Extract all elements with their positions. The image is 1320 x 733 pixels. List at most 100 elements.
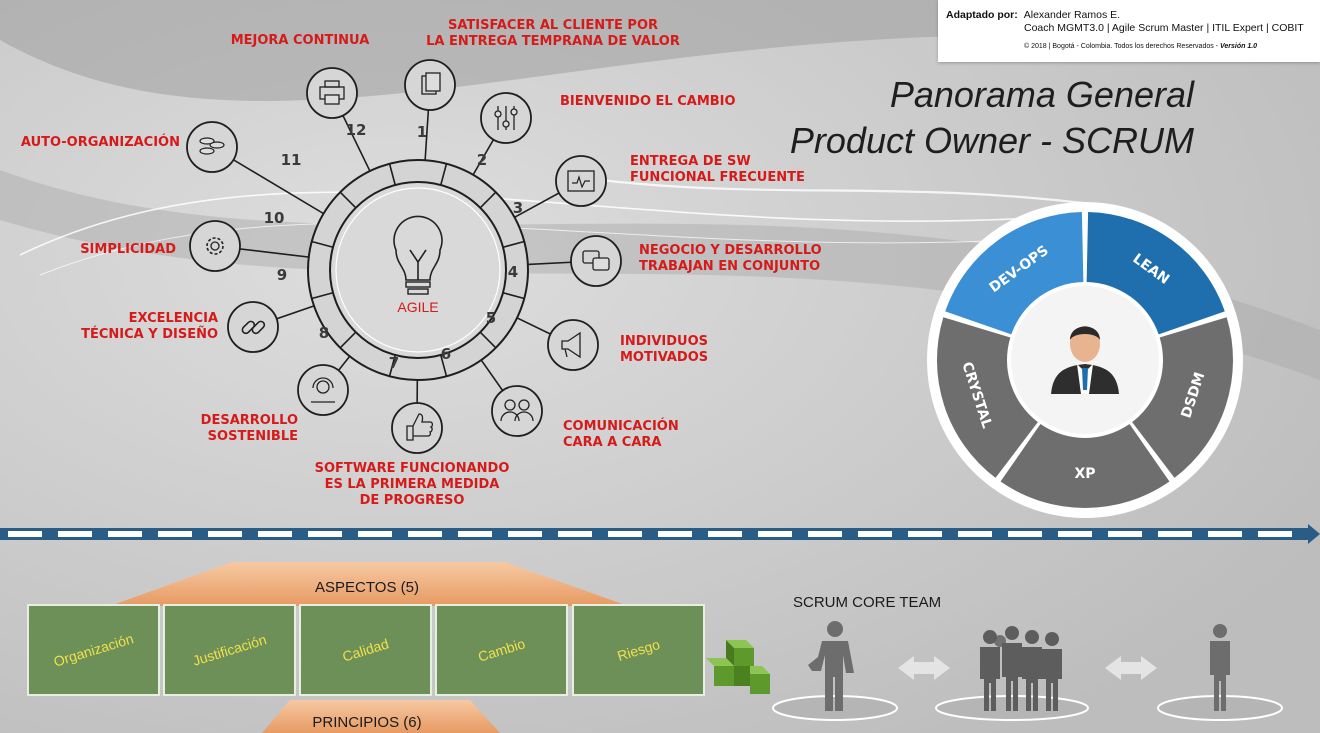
megaphone-icon: [561, 331, 581, 359]
principle-number: 1: [416, 123, 428, 141]
principle-label-line: SOFTWARE FUNCIONANDO: [314, 461, 510, 476]
principle-node: [570, 235, 622, 287]
principle-label-line: DESARROLLO: [200, 413, 298, 428]
principle-label-line: BIENVENIDO EL CAMBIO: [560, 94, 736, 109]
principle-node: [480, 92, 532, 144]
aspect-item: Calidad: [299, 604, 432, 696]
adapted-by-label: Adaptado por:: [946, 9, 1018, 21]
framework-segment: [937, 317, 1038, 478]
aspect-label: Riesgo: [615, 635, 662, 665]
framework-segment: [1000, 424, 1170, 508]
principle-label-line: DE PROGRESO: [359, 493, 465, 508]
principle-label-line: FUNCIONAL FRECUENTE: [630, 170, 805, 185]
core-team-title: SCRUM CORE TEAM: [793, 594, 942, 611]
monitor-icon: [567, 170, 595, 192]
principle-label-line: AUTO-ORGANIZACIÓN: [20, 135, 180, 150]
principle-node: [404, 59, 456, 111]
principle-label-line: INDIVIDUOS: [620, 334, 709, 349]
chat-icon: [582, 250, 610, 271]
core-team-figures: [808, 621, 1230, 711]
framework-segment: [1086, 212, 1225, 335]
principios-title: PRINCIPIOS (6): [312, 714, 422, 731]
link-icon: [241, 320, 266, 335]
principle-label-line: MOTIVADOS: [620, 350, 709, 365]
principle-node: [547, 319, 599, 371]
lightbulb-icon: [393, 215, 443, 295]
principle-label: AUTO-ORGANIZACIÓN: [21, 135, 180, 151]
principle-label: BIENVENIDO EL CAMBIO: [560, 94, 736, 110]
framework-segment: [945, 212, 1084, 335]
principle-label-line: ES LA PRIMERA MEDIDA: [324, 477, 500, 492]
title-line1: Panorama General: [889, 74, 1194, 115]
agile-center-label: AGILE: [397, 299, 438, 315]
principle-label-line: EXCELENCIA: [128, 311, 218, 326]
principle-label-line: ENTREGA DE SW: [630, 154, 751, 169]
aspect-item: Riesgo: [572, 604, 705, 696]
author-roles: Coach MGMT3.0 | Agile Scrum Master | ITI…: [1024, 22, 1304, 34]
author-name: Alexander Ramos E.: [1023, 9, 1121, 21]
aspect-item: Justificación: [163, 604, 296, 696]
gear-icon: [206, 237, 224, 255]
principle-number: 5: [485, 309, 497, 327]
principle-node: [555, 155, 607, 207]
principle-label: MEJORA CONTINUA: [170, 33, 430, 49]
people-icon: [500, 399, 534, 422]
businessman-icon: [1051, 326, 1119, 394]
documents-icon: [421, 72, 441, 95]
principle-label-line: NEGOCIO Y DESARROLLO: [639, 243, 822, 258]
principle-label-line: LA ENTREGA TEMPRANA DE VALOR: [426, 34, 680, 49]
aspect-label: Justificación: [190, 631, 269, 669]
aspect-item: Cambio: [435, 604, 568, 696]
principle-number: 6: [440, 345, 452, 363]
principle-label-line: MEJORA CONTINUA: [230, 33, 370, 48]
credit-box: Adaptado por: Alexander Ramos E. Coach MG…: [938, 0, 1320, 62]
principle-label-line: COMUNICACIÓN: [563, 419, 679, 434]
principle-node: [306, 67, 358, 119]
framework-segment: [1132, 317, 1233, 478]
principle-node: [297, 364, 349, 416]
aspect-label: Organización: [51, 630, 136, 670]
principle-node: [391, 402, 443, 454]
principle-number: 11: [280, 151, 302, 169]
principle-label-line: TÉCNICA Y DISEÑO: [81, 327, 218, 342]
sliders-icon: [494, 106, 518, 130]
aspect-label: Cambio: [476, 635, 527, 665]
cubes-icon: [706, 640, 770, 694]
principle-number: 12: [345, 121, 367, 139]
agile-hub: AGILE: [186, 59, 622, 454]
principle-node: [186, 121, 238, 173]
principle-number: 4: [507, 263, 519, 281]
principle-number: 7: [388, 354, 400, 372]
person-icon: [1210, 624, 1230, 711]
headset-icon: [311, 377, 335, 403]
principle-label-line: SOSTENIBLE: [207, 429, 298, 444]
team-icon: [980, 626, 1062, 711]
principle-node: [491, 385, 543, 437]
principle-number: 3: [512, 199, 524, 217]
person-icon: [808, 621, 854, 711]
title-line2: Product Owner - SCRUM: [789, 120, 1194, 161]
version: Versión 1.0: [1219, 43, 1258, 50]
principle-label-line: SATISFACER AL CLIENTE POR: [447, 18, 659, 33]
framework-label: XP: [1074, 466, 1095, 482]
principle-number: 10: [263, 209, 285, 227]
principle-label: SIMPLICIDAD: [80, 242, 176, 258]
principle-label-line: CARA A CARA: [563, 435, 662, 450]
aspect-label: Calidad: [340, 635, 391, 665]
principle-node: [189, 220, 241, 272]
thumbs-up-icon: [406, 413, 434, 441]
principle-node: [227, 301, 279, 353]
copyright: © 2018 | Bogotá - Colombia. Todos los de…: [1024, 43, 1219, 50]
principle-number: 2: [476, 151, 488, 169]
principle-number: 9: [276, 266, 288, 284]
principle-label-line: TRABAJAN EN CONJUNTO: [639, 259, 821, 274]
